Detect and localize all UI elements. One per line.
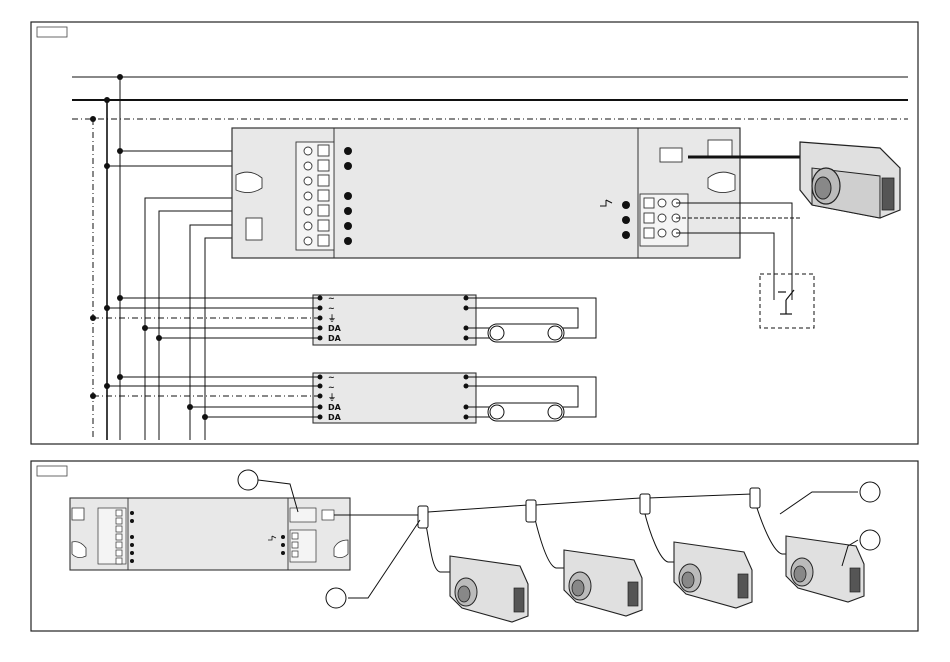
push-button-switch-icon	[778, 290, 794, 314]
fluorescent-lamp-1-icon	[488, 324, 564, 342]
callout-2	[326, 588, 346, 608]
push-button-box	[760, 274, 814, 328]
ballast-2-term-5: DA	[328, 413, 342, 422]
cable-clamps	[418, 488, 760, 528]
callout-3	[860, 482, 880, 502]
ballast-1-term-3: ⏚	[328, 314, 336, 323]
rotary-dimmer-icon	[800, 142, 900, 218]
ballast-1-term-5: DA	[328, 334, 342, 343]
bottom-panel	[31, 461, 918, 631]
ballast-1-term-1: ~	[328, 294, 335, 303]
bottom-panel-tag	[37, 466, 67, 476]
ballast-2: ~ ~ ⏚ DA DA	[313, 373, 476, 423]
ballast-2-term-1: ~	[328, 373, 335, 382]
ballast-1-term-2: ~	[328, 304, 335, 313]
rotary-dimmer-3-icon	[674, 542, 752, 608]
ballast-2-term-4: DA	[328, 403, 342, 412]
fluorescent-lamp-2-icon	[488, 403, 564, 421]
callout-4	[860, 530, 880, 550]
ballast-1-term-4: DA	[328, 324, 342, 333]
ballast-2-term-3: ⏚	[328, 393, 336, 402]
rotary-dimmer-2-icon	[564, 550, 642, 616]
dali-controller	[232, 128, 740, 258]
ballast-1: ~ ~ ⏚ DA DA	[313, 294, 476, 345]
ballast-2-term-2: ~	[328, 383, 335, 392]
rotary-dimmer-1-icon	[450, 556, 528, 622]
controller-left-terminals	[296, 142, 334, 250]
rotary-dimmer-4-icon	[786, 536, 864, 602]
callout-1	[238, 470, 258, 490]
top-panel: ~ ~ ⏚ DA DA	[31, 22, 918, 444]
small-dali-controller	[70, 498, 350, 570]
top-panel-tag	[37, 27, 67, 37]
